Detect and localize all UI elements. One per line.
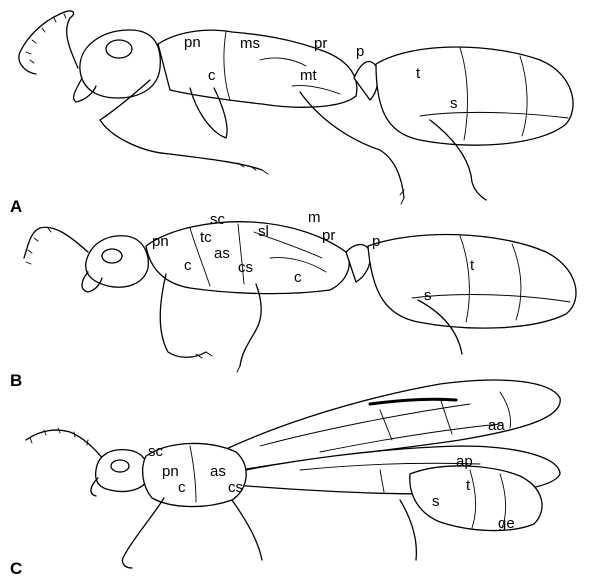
panel-b-label-sc: sc xyxy=(210,211,226,228)
panel-b-label-s: s xyxy=(424,287,432,304)
panel-c-label-sc: sc xyxy=(148,443,164,460)
panel-b-label-as: as xyxy=(214,245,230,262)
panel-b-label-m: m xyxy=(308,209,321,226)
panel-c-label-cs: cs xyxy=(228,479,243,496)
panel-a-ant-drawing xyxy=(19,11,573,204)
panel-a-letter: A xyxy=(10,197,22,216)
panel-b-label-pn: pn xyxy=(152,233,169,250)
panel-b-label-sl: sl xyxy=(258,223,269,240)
panel-c-ant-drawing xyxy=(26,380,560,568)
panel-c-letter: C xyxy=(10,559,22,577)
panel-a-label-pr: pr xyxy=(314,35,327,52)
panel-b-label-c-fore: c xyxy=(184,257,192,274)
panel-c-label-ap: ap xyxy=(456,453,473,470)
panel-c-label-pn: pn xyxy=(162,463,179,480)
panel-c-label-as: as xyxy=(210,463,226,480)
panel-a-label-ms: ms xyxy=(240,35,260,52)
panel-b-label-p: p xyxy=(372,233,380,250)
panel-b-letter: B xyxy=(10,371,22,390)
panel-c-label-s: s xyxy=(432,493,440,510)
panel-c-label-ge: ge xyxy=(498,515,515,532)
panel-a-label-pn: pn xyxy=(184,34,201,51)
panel-b-label-cs: cs xyxy=(238,259,253,276)
panel-c-label-aa: aa xyxy=(488,417,505,434)
panel-b-label-tc: tc xyxy=(200,229,212,246)
panel-a-label-p: p xyxy=(356,43,364,60)
panel-b-label-c-mid: c xyxy=(294,269,302,286)
panel-b-label-pr: pr xyxy=(322,227,335,244)
panel-b-ant-drawing xyxy=(24,222,576,372)
panel-a-label-s: s xyxy=(450,95,458,112)
panel-a-label-mt: mt xyxy=(300,67,317,84)
panel-a-label-c: c xyxy=(208,67,216,84)
panel-c-label-c: c xyxy=(178,479,186,496)
